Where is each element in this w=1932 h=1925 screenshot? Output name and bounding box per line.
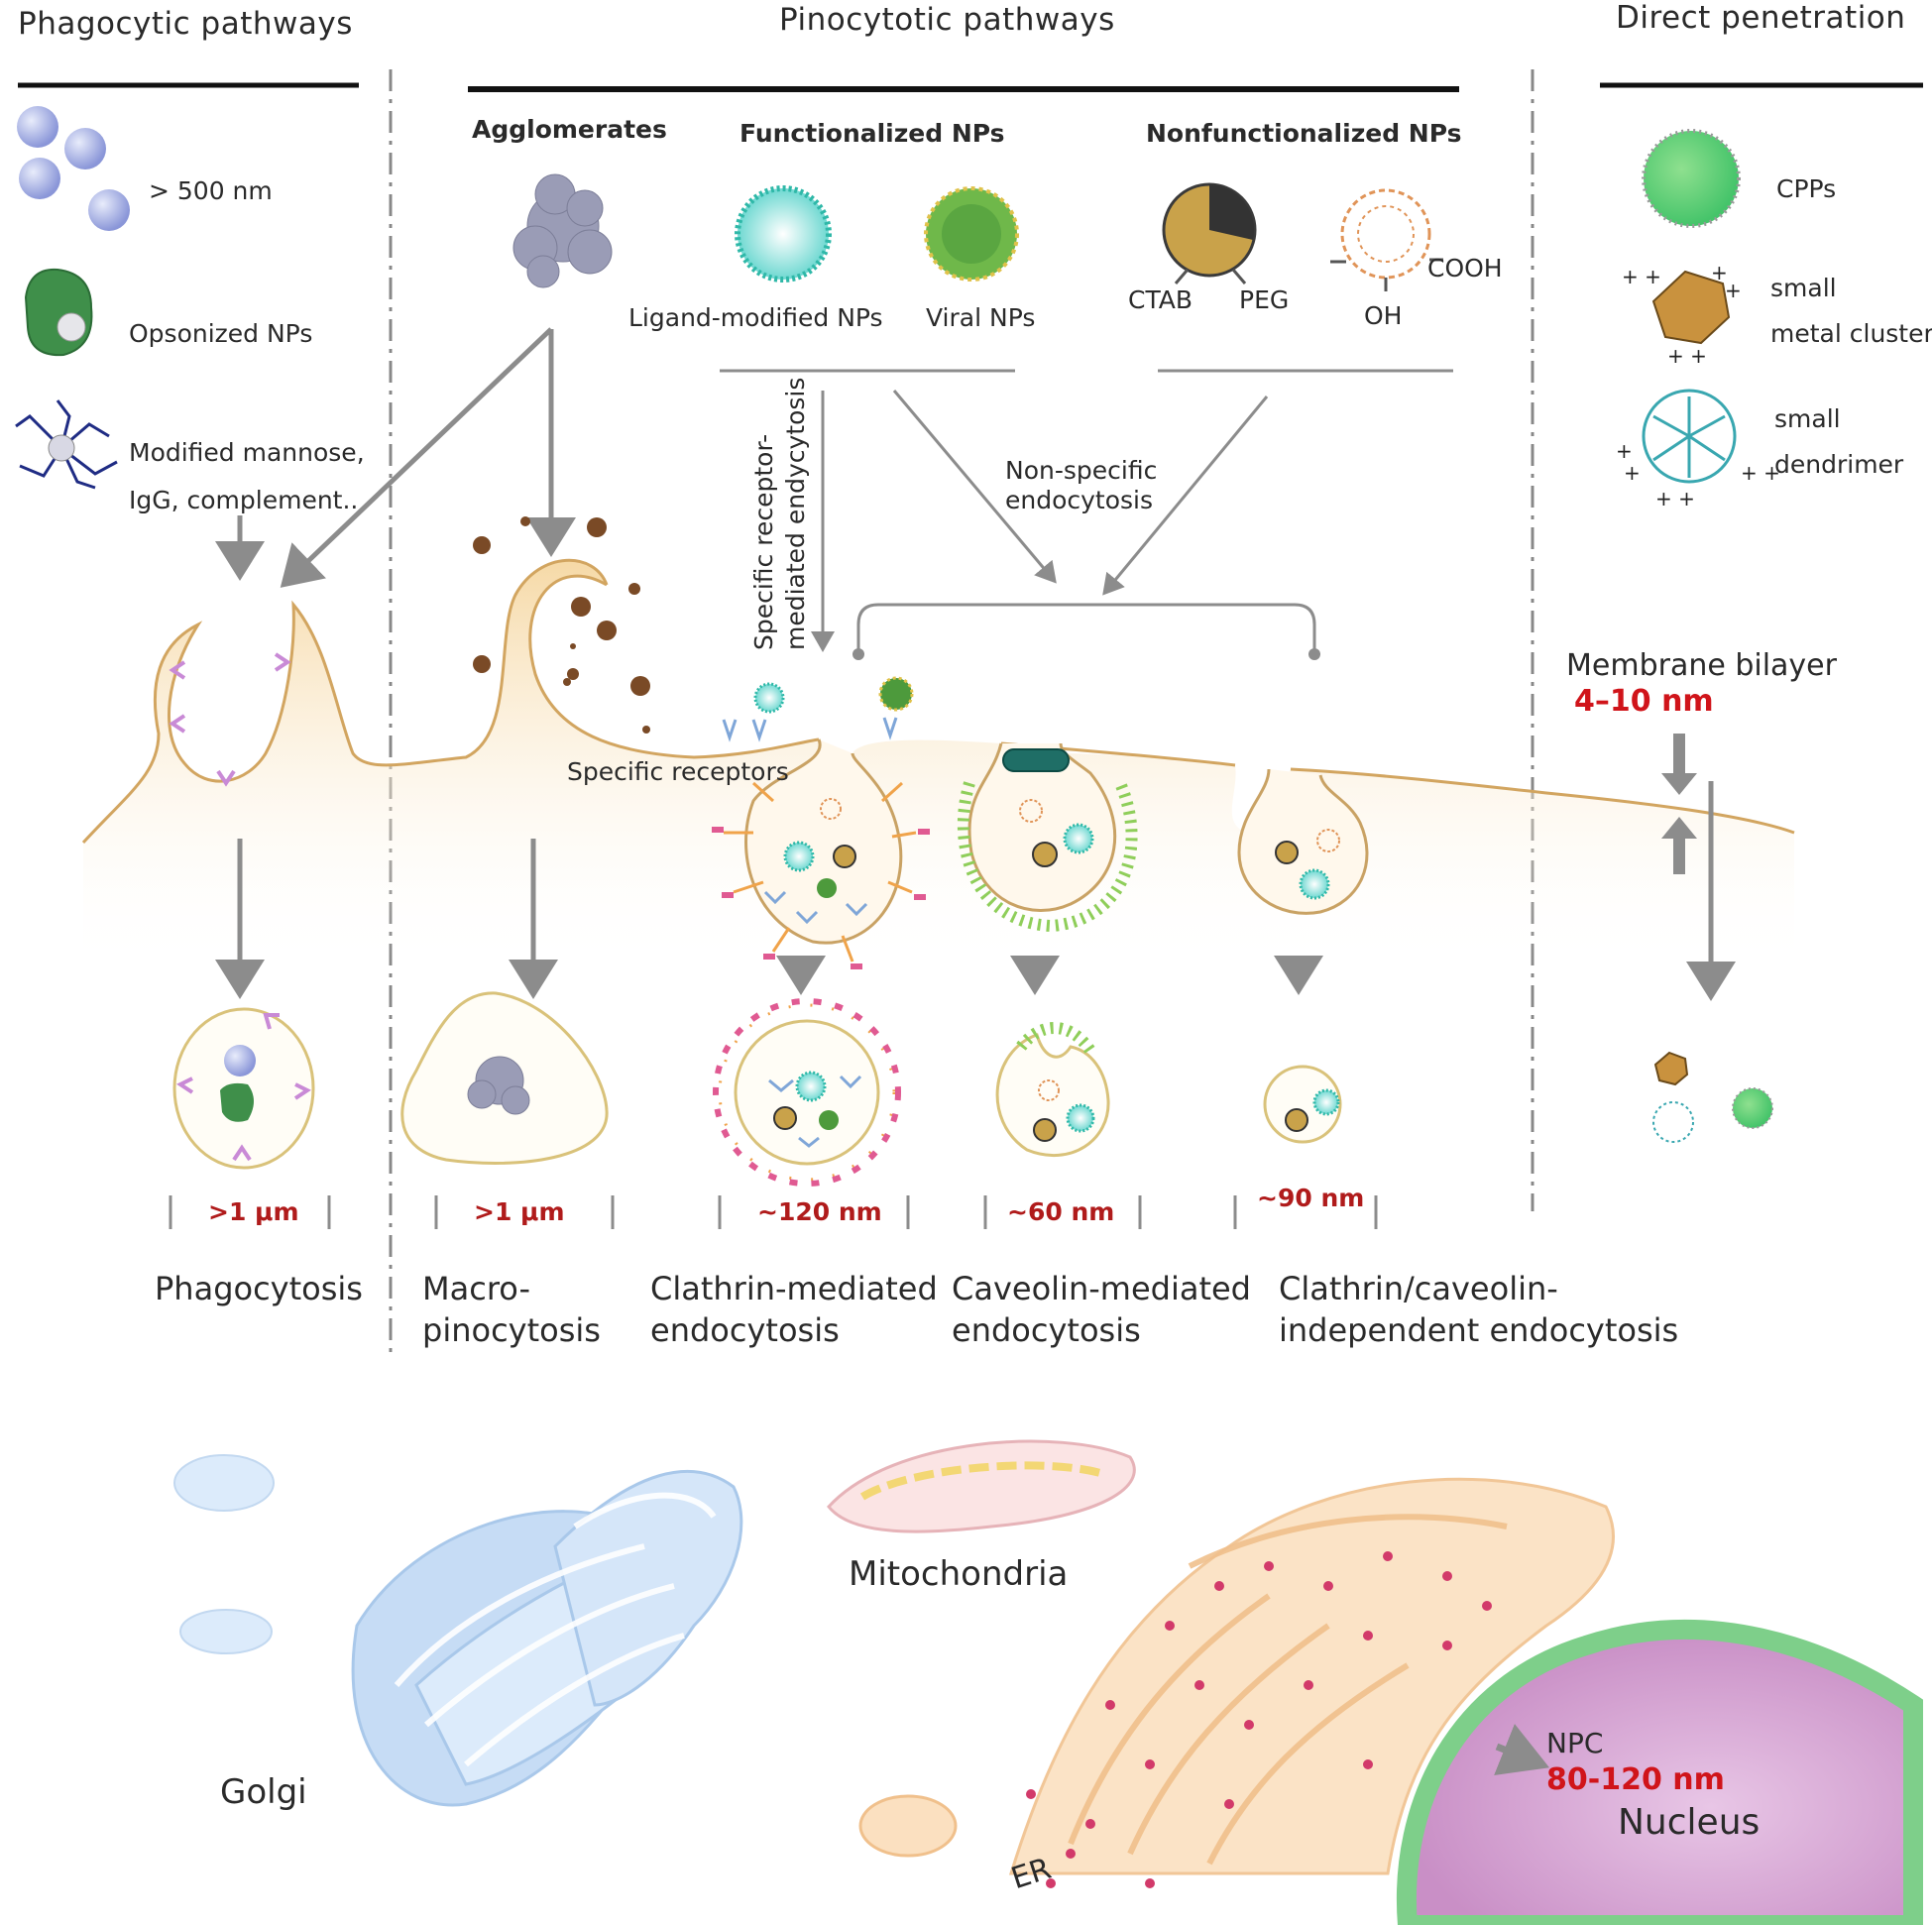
- cpps-label: CPPs: [1776, 174, 1837, 203]
- membrane-label: Membrane bilayer: [1566, 648, 1837, 683]
- svg-text:+ +: + +: [1741, 461, 1780, 485]
- size-clathrin: ~120 nm: [757, 1197, 882, 1226]
- svg-text:+ +: + +: [1655, 487, 1695, 510]
- size-macropinocytosis: >1 μm: [474, 1197, 565, 1226]
- golgi-label: Golgi: [220, 1772, 307, 1812]
- size-label: > 500 nm: [149, 176, 273, 205]
- peg-label: PEG: [1239, 285, 1290, 314]
- agglomerates-label: Agglomerates: [472, 115, 667, 144]
- nonfunctionalized-label: Nonfunctionalized NPs: [1146, 119, 1462, 148]
- modified-label-2: IgG, complement..: [129, 486, 359, 514]
- nucleus-label: Nucleus: [1618, 1802, 1761, 1843]
- caption-macro-1: Macro-: [422, 1270, 530, 1307]
- npc-label: NPC: [1546, 1727, 1604, 1759]
- metal-label-2: metal cluster: [1770, 319, 1932, 348]
- svg-text:+: +: [1711, 261, 1728, 284]
- dendrimer-label-1: small: [1774, 404, 1841, 433]
- specific-receptors-label: Specific receptors: [567, 757, 789, 786]
- oh-label: OH: [1364, 301, 1403, 330]
- direct-header: Direct penetration: [1616, 0, 1906, 36]
- svg-text:+: +: [1616, 439, 1633, 463]
- caption-macro-2: pinocytosis: [422, 1311, 601, 1349]
- phagocytic-header: Phagocytic pathways: [18, 6, 353, 42]
- dendrimer-label-2: dendrimer: [1774, 450, 1904, 479]
- metal-label-1: small: [1770, 274, 1837, 302]
- membrane-size: 4–10 nm: [1574, 684, 1714, 719]
- opsonized-label: Opsonized NPs: [129, 319, 313, 348]
- ligand-modified-label: Ligand-modified NPs: [628, 303, 883, 332]
- caption-caveolin-2: endocytosis: [952, 1311, 1141, 1349]
- pinocytotic-header: Pinocytotic pathways: [779, 2, 1115, 38]
- svg-text:+: +: [1624, 461, 1641, 485]
- caption-caveolin-1: Caveolin-mediated: [952, 1270, 1251, 1307]
- caption-clathrin-1: Clathrin-mediated: [650, 1270, 938, 1307]
- size-phagocytosis: >1 μm: [208, 1197, 299, 1226]
- mitochondria-label: Mitochondria: [849, 1554, 1069, 1594]
- svg-text:+: +: [1725, 279, 1742, 302]
- npc-size: 80-120 nm: [1546, 1762, 1725, 1797]
- caption-phagocytosis: Phagocytosis: [155, 1270, 363, 1307]
- nonspecific-label-2: endocytosis: [1005, 486, 1154, 514]
- svg-text:+ +: + +: [1667, 344, 1707, 368]
- viral-label: Viral NPs: [926, 303, 1036, 332]
- specific-label-2: mediated endycytosis: [781, 377, 810, 650]
- size-independent: ~90 nm: [1257, 1184, 1365, 1212]
- functionalized-label: Functionalized NPs: [739, 119, 1005, 148]
- caption-independent-2: independent endocytosis: [1279, 1311, 1679, 1349]
- caption-independent-1: Clathrin/caveolin-: [1279, 1270, 1558, 1307]
- cooh-label: COOH: [1427, 254, 1503, 283]
- ctab-label: CTAB: [1128, 285, 1193, 314]
- modified-label-1: Modified mannose,: [129, 438, 365, 467]
- svg-text:+ +: + +: [1622, 265, 1661, 288]
- caption-clathrin-2: endocytosis: [650, 1311, 840, 1349]
- size-caveolin: ~60 nm: [1007, 1197, 1115, 1226]
- nonspecific-label-1: Non-specific: [1005, 456, 1158, 485]
- specific-label-1: Specific receptor-: [749, 433, 778, 650]
